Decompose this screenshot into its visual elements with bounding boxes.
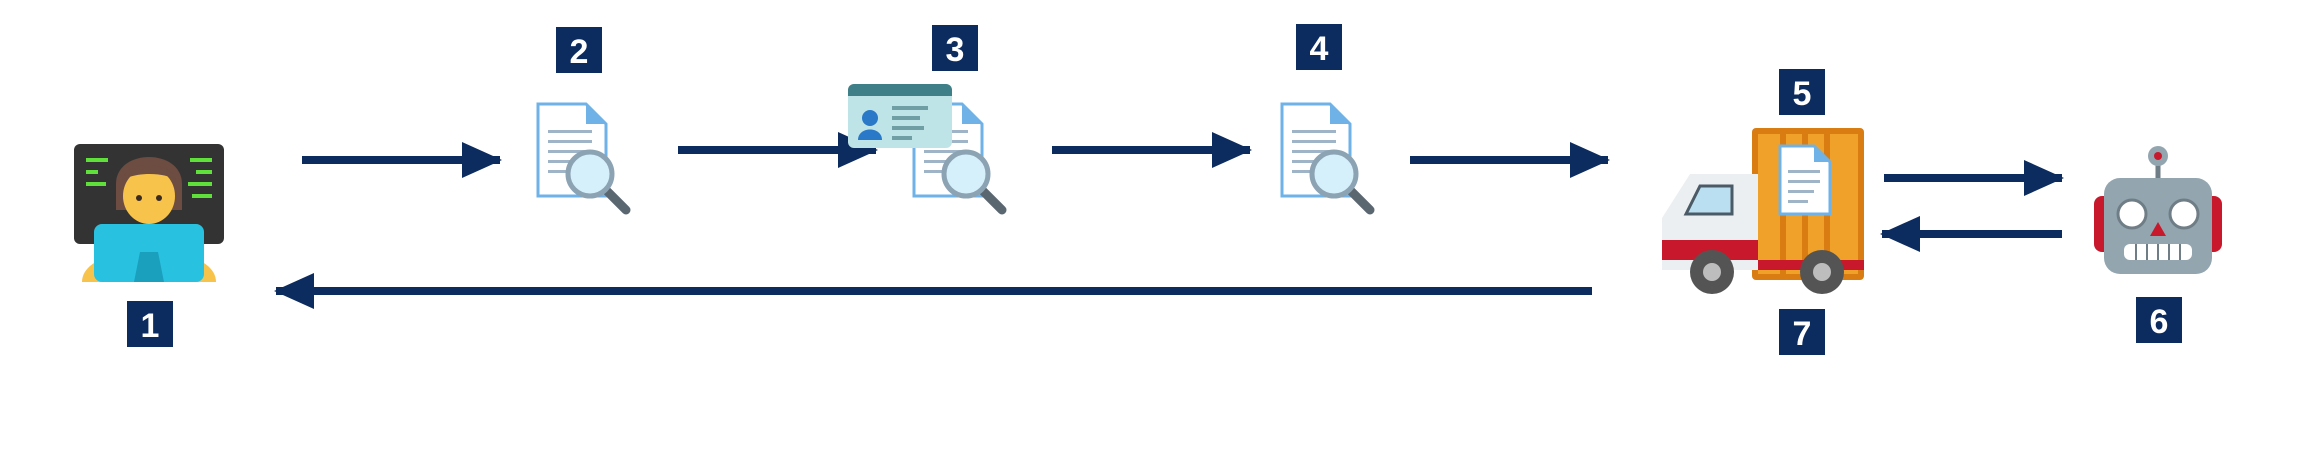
step-badge-2: 2 xyxy=(556,27,602,73)
step-badge-6-label: 6 xyxy=(2150,303,2169,341)
step-badge-4: 4 xyxy=(1296,24,1342,70)
step-badge-5-label: 5 xyxy=(1793,75,1812,113)
step-badge-3-label: 3 xyxy=(946,31,965,69)
document-search-icon xyxy=(538,104,626,210)
document-search-icon xyxy=(1282,104,1370,210)
step-badge-2-label: 2 xyxy=(570,33,589,71)
step-badge-4-label: 4 xyxy=(1310,30,1329,68)
delivery-truck-document-icon xyxy=(1662,128,1864,294)
arrows xyxy=(274,132,2064,309)
step-badge-5: 5 xyxy=(1779,69,1825,115)
id-card-document-search-icon xyxy=(848,84,1002,210)
step-badge-6: 6 xyxy=(2136,297,2182,343)
step-badge-1: 1 xyxy=(127,301,173,347)
technologist-icon xyxy=(74,144,224,282)
step-badge-7: 7 xyxy=(1779,309,1825,355)
step-badge-1-label: 1 xyxy=(141,307,160,345)
step-badges: 1 2 3 4 5 6 7 xyxy=(127,24,2182,355)
step-badge-7-label: 7 xyxy=(1793,315,1812,353)
step-badge-3: 3 xyxy=(932,25,978,71)
robot-icon xyxy=(2094,146,2222,274)
